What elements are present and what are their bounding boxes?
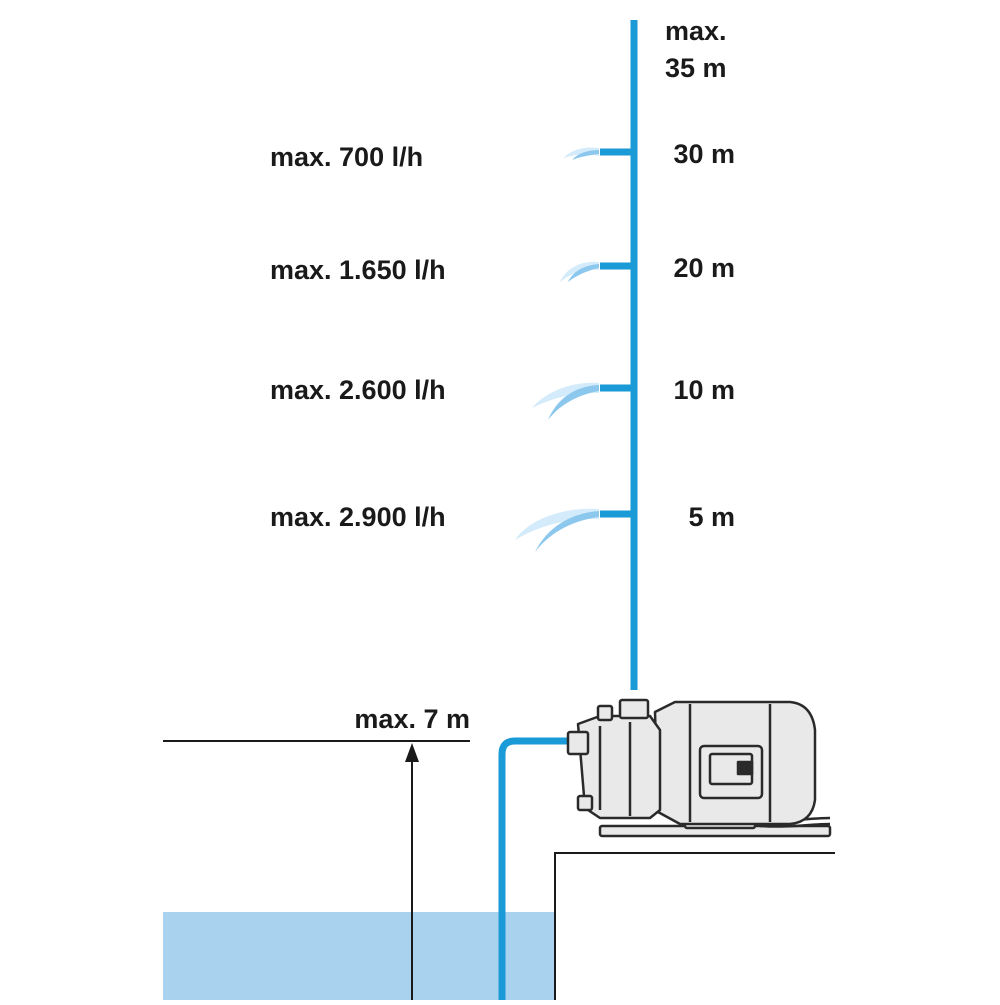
outlet-height-label: 30 m — [673, 139, 735, 169]
ground-ledge — [554, 852, 835, 1000]
water-reservoir — [163, 912, 555, 1000]
outlet-height-label: 20 m — [673, 253, 735, 283]
outlet-flow-label: max. 2.900 l/h — [270, 502, 446, 532]
outlet-flow-label: max. 2.600 l/h — [270, 375, 446, 405]
outlet-group-10m — [532, 382, 634, 420]
outlet-height-label: 10 m — [673, 375, 735, 405]
water-spray-core — [548, 385, 599, 420]
suction-height-arrow-head — [405, 743, 419, 762]
water-spray-core — [572, 150, 599, 160]
water-spray — [564, 147, 599, 158]
max-head-label-line1: max. — [665, 16, 727, 46]
max-head-label-line2: 35 m — [665, 53, 727, 83]
suction-height-label: max. 7 m — [354, 704, 470, 734]
garden-pump-icon — [566, 698, 832, 838]
water-spray-core — [568, 264, 599, 282]
outlet-group-5m — [515, 508, 634, 552]
outlet-height-label: 5 m — [688, 502, 735, 532]
outlet-group-20m — [560, 261, 634, 282]
outlet-flow-label: max. 700 l/h — [270, 142, 423, 172]
outlet-group-30m — [564, 147, 634, 160]
outlet-flow-label: max. 1.650 l/h — [270, 255, 446, 285]
suction-pipe — [498, 737, 568, 1000]
water-spray-core — [535, 511, 599, 552]
